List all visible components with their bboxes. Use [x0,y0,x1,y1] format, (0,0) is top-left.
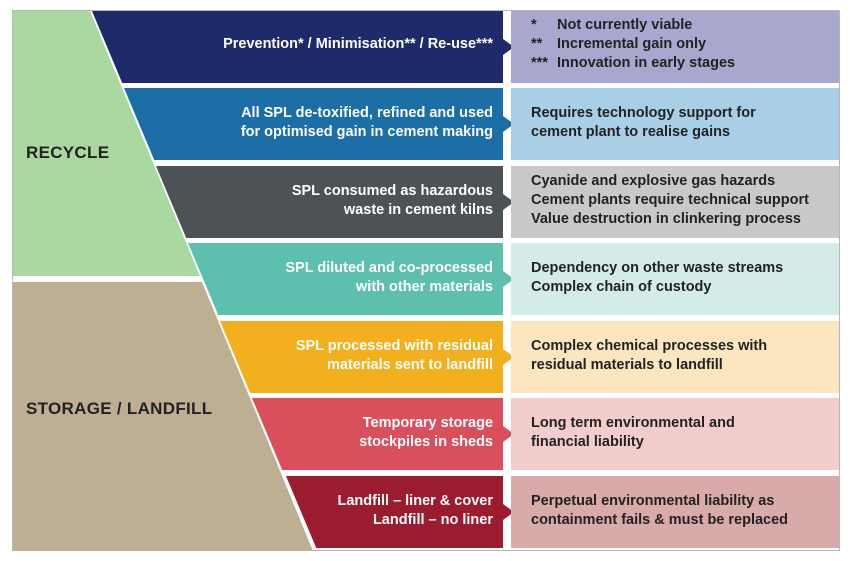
row-band [220,321,514,393]
row-band [92,11,514,83]
note-box [511,243,839,315]
row-label-co-processed: SPL diluted and co-processed with other … [285,260,493,295]
row-band [252,398,514,470]
note-box [511,166,839,238]
note-co-processed: Dependency on other waste streams Comple… [531,260,784,295]
recycle-section [13,11,200,276]
row-band [286,476,514,548]
note-temporary-storage: Long term environmental and financial li… [531,415,735,450]
row-label-detoxified: All SPL de-toxified, refined and used fo… [240,105,493,140]
row-label-prevention: Prevention* / Minimisation** / Re-use*** [223,36,493,52]
row-band [188,243,514,315]
diagram-frame [12,10,840,551]
row-shapes [92,11,839,548]
note-box [511,398,839,470]
note-box [511,476,839,548]
row-band [156,166,514,238]
row-label-landfill: Landfill – liner & cover Landfill – no l… [337,493,493,528]
recycle-label: RECYCLE [26,143,110,162]
storage-landfill-label: STORAGE / LANDFILL [26,399,213,418]
row-band [124,88,514,160]
row-label-temporary-storage: Temporary storage stockpiles in sheds [359,415,493,450]
legend-item: *Not currently viable [531,17,693,33]
legend-item: **Incremental gain only [531,36,707,52]
legend-item: ***Innovation in early stages [531,55,736,71]
note-box [511,321,839,393]
row-label-residual-landfill: SPL processed with residual materials se… [295,338,493,373]
storage-landfill-section [13,282,313,551]
note-box [511,11,839,83]
note-hazardous-waste: Cyanide and explosive gas hazards Cement… [531,173,809,227]
note-residual-landfill: Complex chemical processes with residual… [531,338,768,373]
legend: *Not currently viable **Incremental gain… [531,16,735,73]
row-label-hazardous-waste: SPL consumed as hazardous waste in cemen… [291,183,493,218]
note-detoxified: Requires technology support for cement p… [531,105,756,140]
note-landfill: Perpetual environmental liability as con… [531,493,789,528]
note-box [511,88,839,160]
